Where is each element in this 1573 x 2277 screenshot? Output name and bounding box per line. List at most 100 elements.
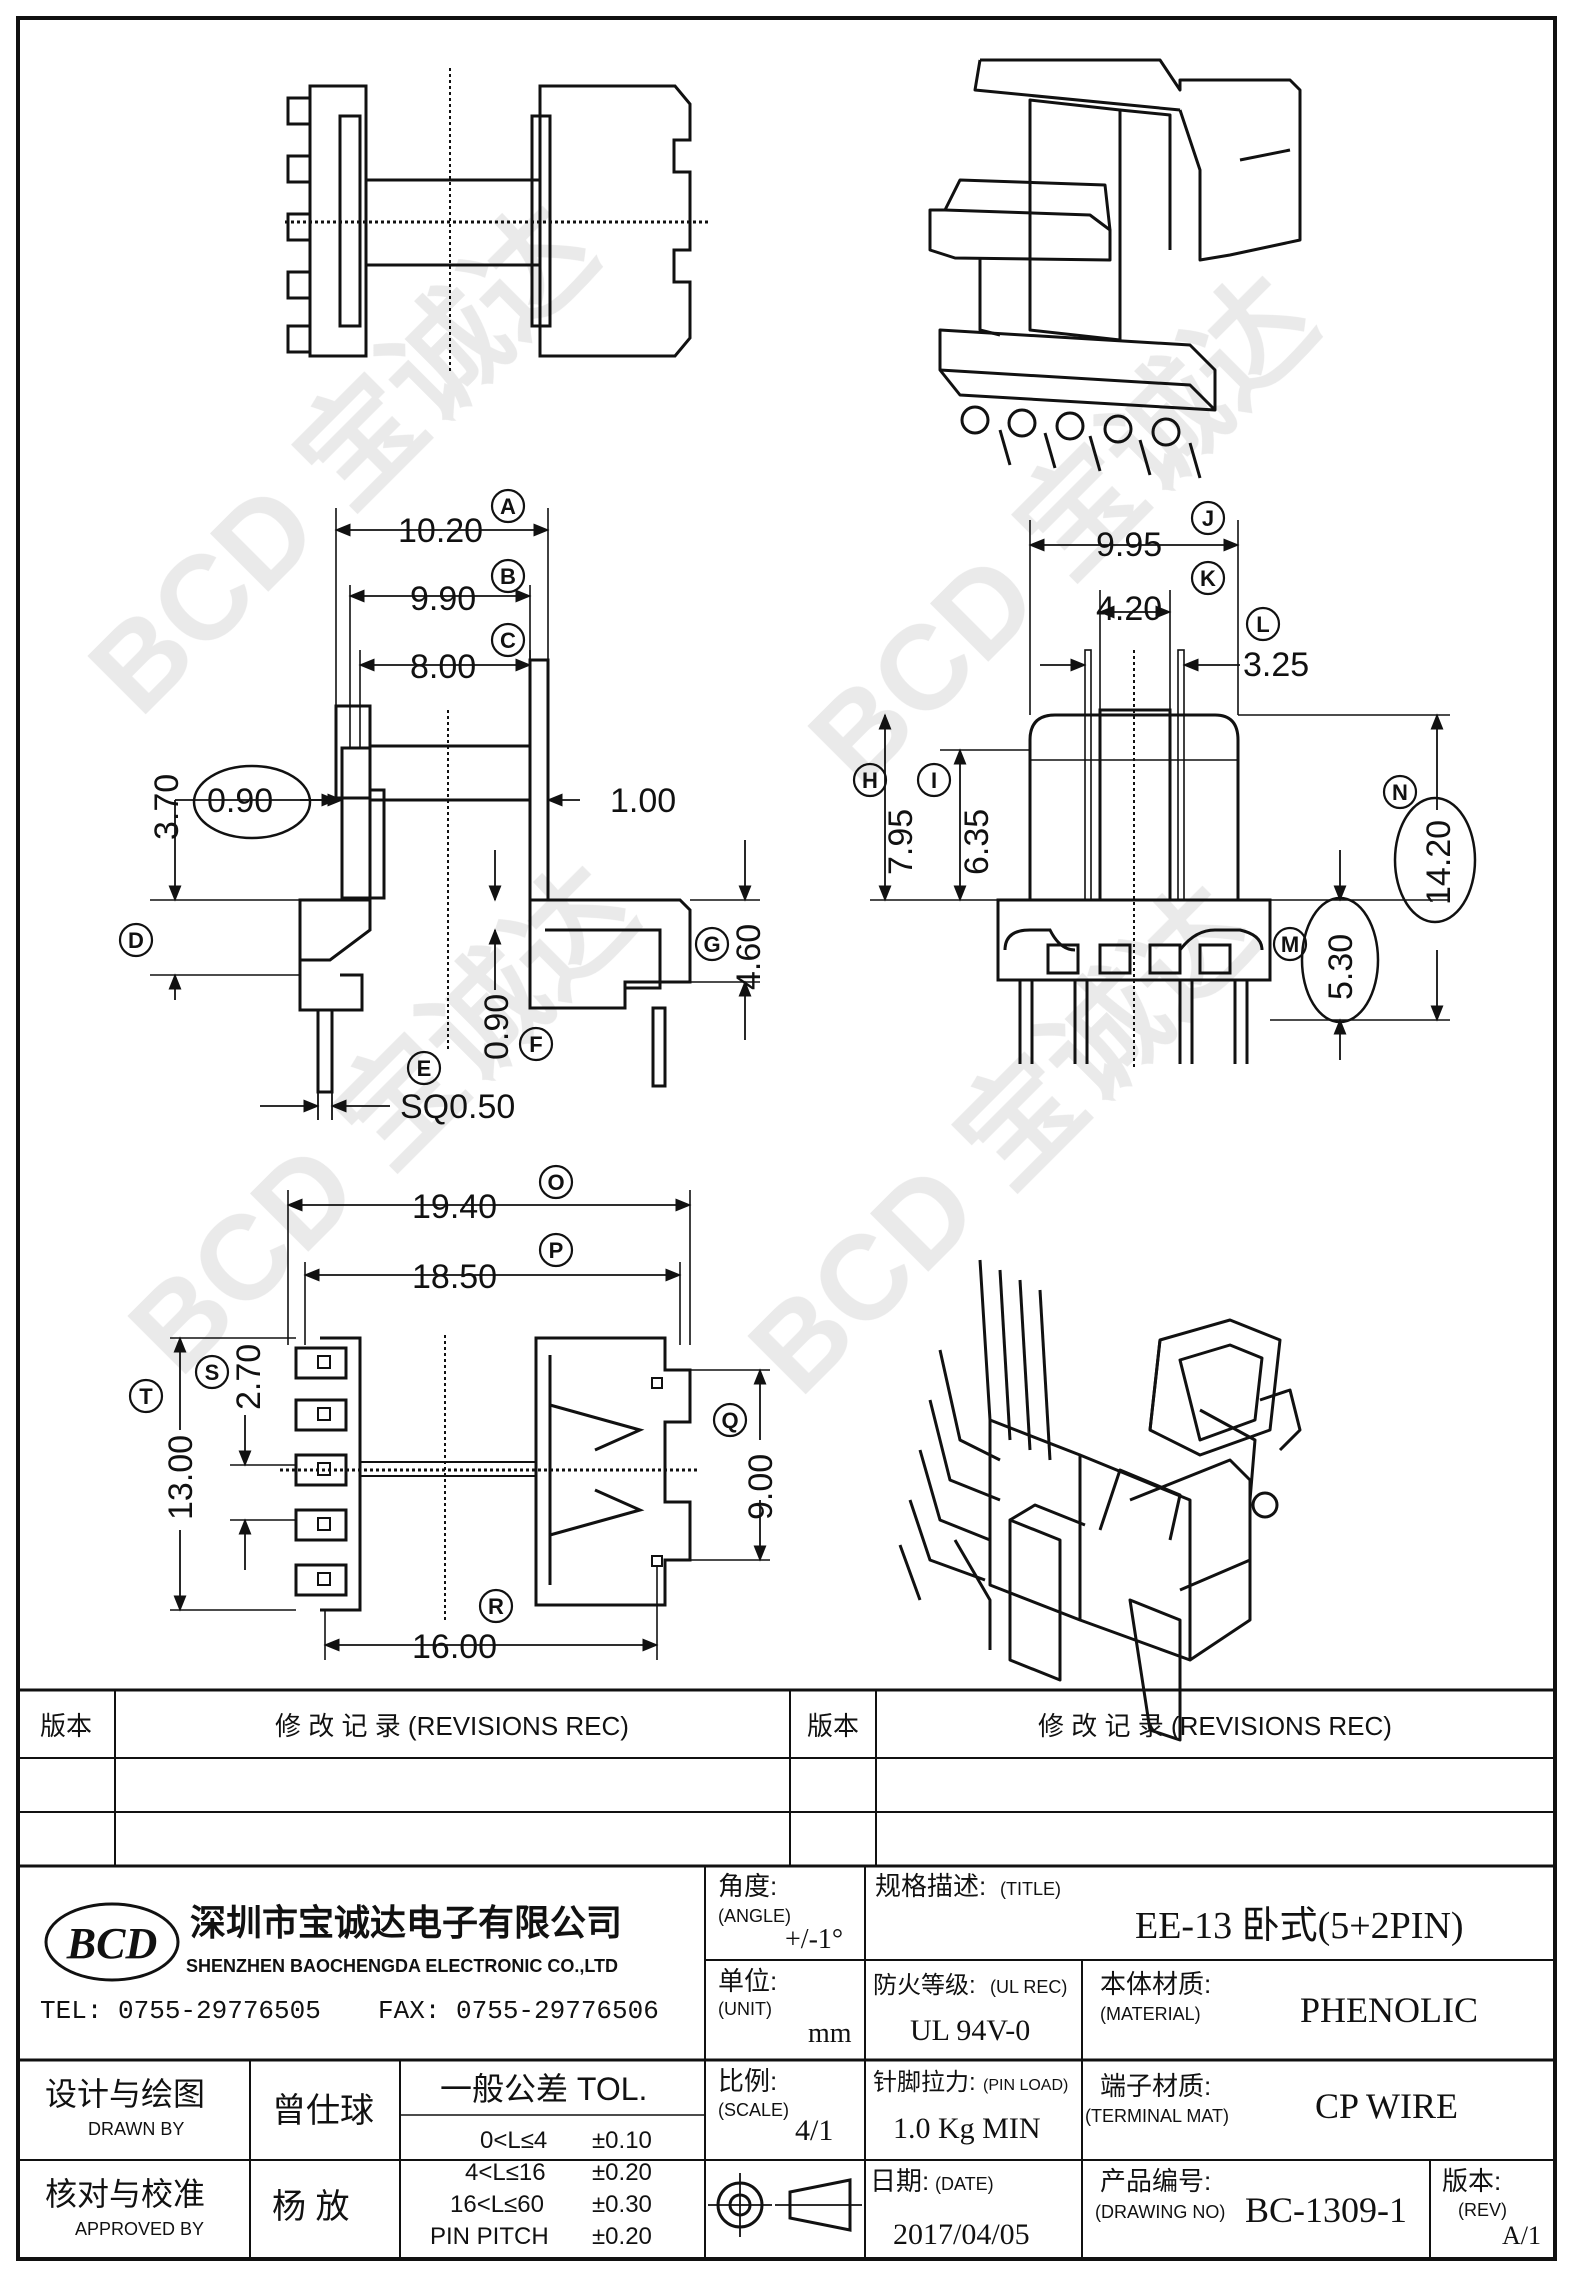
dim-0-90-base: 0.90 (478, 994, 516, 1060)
title-en: (TITLE) (1000, 1879, 1061, 1899)
dim-1-00: 1.00 (610, 782, 676, 820)
rev-header-right: 版本 (807, 1711, 859, 1741)
drawn-en: DRAWN BY (88, 2119, 184, 2139)
label-p: P (549, 1238, 564, 1263)
logo-text: BCD (66, 1919, 157, 1968)
label-q: Q (721, 1408, 738, 1433)
title-label: 规格描述: (875, 1871, 986, 1901)
unit-value: mm (808, 2018, 852, 2049)
material-en: (MATERIAL) (1100, 2004, 1201, 2024)
svg-text:BCD 宝诚达: BCD 宝诚达 (104, 842, 661, 1399)
tol-value-2: ±0.20 (592, 2159, 652, 2186)
scale-value: 4/1 (795, 2114, 833, 2147)
tol-value-3: ±0.30 (592, 2191, 652, 2218)
isometric-view-bottom (898, 1259, 1302, 1742)
isometric-view-top (928, 58, 1302, 479)
tol-value-4: ±0.20 (592, 2223, 652, 2250)
dim-13-00: 13.00 (162, 1435, 200, 1520)
title-value: EE-13 卧式(5+2PIN) (1135, 1905, 1464, 1947)
unit-label: 单位: (718, 1966, 777, 1996)
label-h: H (862, 768, 878, 793)
tol-value-1: ±0.10 (592, 2127, 652, 2154)
angle-value: +/-1° (785, 1924, 843, 1955)
rev-header-left: 版本 (40, 1711, 92, 1741)
tol-range-2: 4<L≤16 (465, 2159, 546, 2186)
dim-19-40: 19.40 (412, 1188, 497, 1226)
tol-range-1: 0<L≤4 (480, 2127, 547, 2154)
date-label: 日期: (870, 2166, 929, 2196)
company-name-cn: 深圳市宝诚达电子有限公司 (190, 1902, 622, 1943)
terminal-en: (TERMINAL MAT) (1085, 2106, 1229, 2126)
callout-ovals (192, 764, 1477, 1024)
date-value: 2017/04/05 (893, 2218, 1030, 2251)
ul-label: 防火等级: (873, 1972, 976, 1999)
approved-label: 核对与校准 (45, 2176, 205, 2212)
dim-sq0-50: SQ0.50 (400, 1088, 515, 1126)
dim-4-20: 4.20 (1096, 590, 1162, 628)
approved-value: 杨 放 (272, 2188, 349, 2226)
label-k: K (1200, 566, 1216, 591)
sheet-border (16, 16, 1557, 2261)
dim-4-60: 4.60 (730, 924, 768, 990)
label-b: B (500, 564, 516, 589)
rev-value: A/1 (1502, 2221, 1541, 2250)
label-s: S (205, 1360, 220, 1385)
label-i: I (931, 768, 937, 793)
dim-8-00: 8.00 (410, 648, 476, 686)
dim-5-30: 5.30 (1322, 934, 1360, 1000)
dim-9-00: 9.00 (742, 1454, 780, 1520)
label-l: L (1256, 612, 1269, 637)
drawn-value: 曾仕球 (272, 2092, 374, 2130)
label-r: R (488, 1594, 504, 1619)
label-f: F (529, 1032, 542, 1057)
tol-range-4: PIN PITCH (430, 2223, 549, 2250)
terminal-value: CP WIRE (1315, 2086, 1458, 2126)
rev-en: (REV) (1458, 2200, 1507, 2220)
svg-text:BCD 宝诚达: BCD 宝诚达 (784, 252, 1341, 809)
label-j: J (1202, 506, 1214, 531)
company-name-en: SHENZHEN BAOCHENGDA ELECTRONIC CO.,LTD (186, 1956, 618, 1976)
label-o: O (547, 1170, 564, 1195)
dim-16-00: 16.00 (412, 1628, 497, 1666)
company-tel: TEL: 0755-29776505 (40, 1996, 321, 2026)
ul-en: (UL REC) (990, 1977, 1067, 1997)
scale-en: (SCALE) (718, 2100, 789, 2120)
tol-range-3: 16<L≤60 (450, 2191, 544, 2218)
drawing-no-label: 产品编号: (1100, 2166, 1211, 2196)
top-view (285, 68, 708, 372)
side-view-dim-lines (168, 523, 752, 1120)
label-c: C (500, 628, 516, 653)
company-fax: FAX: 0755-29776506 (378, 1996, 659, 2026)
pin-load-label: 针脚拉力: (873, 2069, 976, 2096)
label-a: A (500, 494, 516, 519)
dimension-texts: 10.20 9.90 8.00 3.70 0.90 1.00 4.60 0.90… (148, 512, 1458, 1666)
dim-18-50: 18.50 (412, 1258, 497, 1296)
projection-symbol-icon (708, 2173, 862, 2237)
rev-label: 版本: (1442, 2166, 1501, 2196)
circled-labels (118, 488, 1418, 1624)
label-e: E (417, 1056, 432, 1081)
drawn-label: 设计与绘图 (45, 2076, 205, 2112)
rev-records-left: 修 改 记 录 (REVISIONS REC) (275, 1711, 629, 1741)
label-d: D (128, 928, 144, 953)
company-logo: BCD (44, 1902, 180, 1982)
scale-label: 比例: (718, 2066, 777, 2096)
dim-14-20: 14.20 (1420, 820, 1458, 905)
label-n: N (1392, 780, 1408, 805)
title-block-grid (18, 1688, 1555, 2259)
terminal-label: 端子材质: (1100, 2071, 1211, 2101)
dim-10-20: 10.20 (398, 512, 483, 550)
approved-en: APPROVED BY (75, 2219, 204, 2239)
material-label: 本体材质: (1100, 1969, 1211, 1999)
pin-load-en: (PIN LOAD) (983, 2077, 1068, 2094)
dim-3-70: 3.70 (148, 774, 186, 840)
tolerance-table: 0<L≤4 ±0.10 4<L≤16 ±0.20 16<L≤60 ±0.30 P… (430, 2127, 652, 2250)
dim-3-25: 3.25 (1243, 646, 1309, 684)
dim-7-95: 7.95 (882, 809, 920, 875)
front-view-dim-lines (878, 538, 1444, 1060)
drawing-no-en: (DRAWING NO) (1095, 2202, 1225, 2222)
drawing-no-value: BC-1309-1 (1245, 2190, 1407, 2230)
dim-9-90: 9.90 (410, 580, 476, 618)
unit-en: (UNIT) (718, 1999, 772, 2019)
